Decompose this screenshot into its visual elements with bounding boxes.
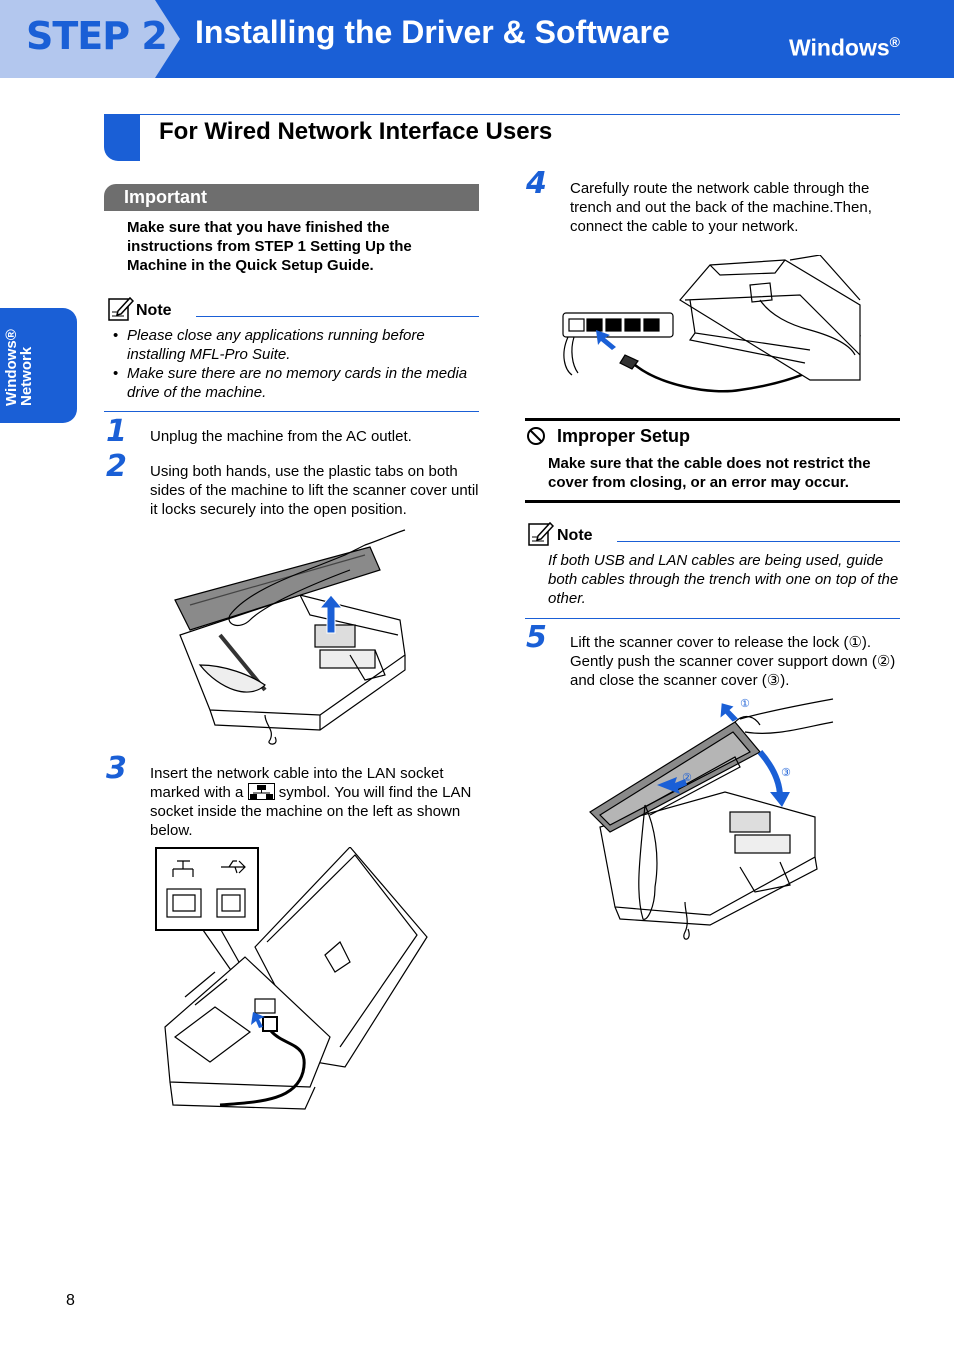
step-text: Insert the network cable into the LAN so… [150,765,472,839]
note-label: Note [136,302,172,319]
improper-top-rule [525,418,900,421]
page-title: Installing the Driver & Software [195,14,670,50]
callout-3: ③ [781,766,791,779]
note-text: If both USB and LAN cables are being use… [548,552,899,607]
list-item: Make sure there are no memory cards in t… [111,364,471,402]
lan-symbol-icon [247,783,275,800]
section-title: For Wired Network Interface Users [159,118,553,145]
improper-title: Improper Setup [557,426,691,446]
route-cable-illustration [562,255,862,393]
lan-socket-illustration [155,847,428,1110]
note-rule [617,541,900,542]
side-tab [0,308,77,423]
step-text: Carefully route the network cable throug… [570,180,872,235]
important-bar [104,184,479,211]
callout-1: ① [740,697,750,710]
step-number: 4 [526,166,547,201]
step-text: Unplug the machine from the AC outlet. [150,428,412,445]
side-tab-label: Windows® Network [3,329,35,406]
improper-bottom-rule [525,500,900,503]
note-list: Please close any applications running be… [111,326,471,402]
section-rule [104,114,900,115]
list-item: Please close any applications running be… [111,326,471,364]
os-label: Windows® [788,34,900,61]
divider [525,618,900,619]
step-number: 3 [106,751,127,786]
important-text: Make sure that you have finished the ins… [127,219,412,274]
section-mark [104,115,140,161]
important-label: Important [124,187,207,207]
note-rule [196,316,479,317]
page-header: STEP 2 Installing the Driver & Software … [0,0,954,78]
callout-2: ② [682,771,692,784]
note-pencil-icon [108,296,134,321]
step-number: 2 [106,449,127,484]
step-number: 1 [106,414,127,449]
step-text: Using both hands, use the plastic tabs o… [150,463,479,518]
step-tab [0,0,180,78]
step-label: STEP 2 [26,14,168,58]
close-cover-illustration: ① ② ③ [589,697,834,940]
prohibited-icon [527,427,545,445]
improper-text: Make sure that the cable does not restri… [548,455,871,491]
step-number: 5 [526,620,547,655]
note-pencil-icon [528,521,554,546]
step-text: Lift the scanner cover to release the lo… [570,634,896,689]
divider [104,411,479,412]
note-label: Note [557,527,593,544]
machine-lift-cover-illustration [174,529,406,745]
page-number: 8 [66,1292,75,1309]
